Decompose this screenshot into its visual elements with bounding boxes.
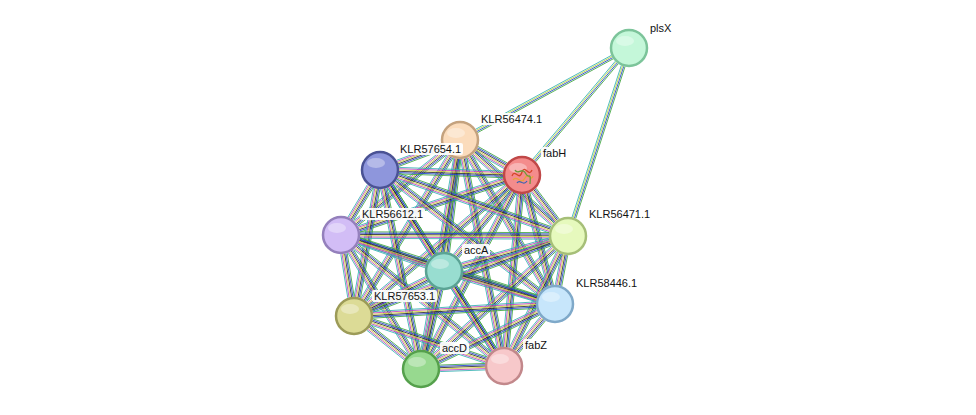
node-circle (361, 151, 399, 189)
protein-node: fabH (503, 156, 541, 194)
evidence-line (360, 235, 549, 237)
protein-label: plsX (648, 22, 673, 34)
protein-label: accA (462, 244, 490, 256)
node-circle (335, 297, 373, 335)
interaction-edge (360, 232, 549, 239)
evidence-line (533, 61, 616, 159)
evidence-line (534, 190, 557, 221)
interaction-edge (373, 302, 536, 318)
evidence-line (478, 59, 614, 133)
interaction-edge (572, 65, 625, 218)
evidence-line (360, 233, 549, 235)
protein-label: KLR56471.1 (587, 208, 652, 220)
protein-label: accD (440, 342, 469, 354)
evidence-line (531, 192, 554, 223)
evidence-line (461, 280, 536, 302)
protein-label: KLR57654.1 (398, 143, 463, 155)
evidence-line (342, 254, 349, 297)
protein-node: KLR57654.1 (361, 151, 399, 189)
protein-node: KLR56471.1 (549, 217, 587, 255)
node-circle (503, 156, 541, 194)
evidence-line (360, 238, 549, 240)
interaction-edge (533, 61, 618, 161)
evidence-line (373, 304, 536, 314)
protein-node: accA (425, 252, 463, 290)
evidence-line (535, 63, 618, 161)
interaction-edge (440, 363, 485, 371)
protein-node: accD (402, 350, 440, 388)
evidence-line (462, 276, 537, 298)
node-circle (425, 252, 463, 290)
evidence-line (373, 319, 487, 357)
protein-label: KLR58446.1 (574, 277, 639, 289)
evidence-line (535, 189, 558, 220)
evidence-line (438, 312, 538, 360)
protein-label: fabZ (523, 339, 549, 351)
evidence-line (572, 65, 621, 217)
evidence-line (360, 231, 549, 233)
interaction-edge (399, 167, 503, 177)
protein-label: KLR56612.1 (360, 208, 425, 220)
evidence-line (373, 302, 536, 312)
evidence-line (463, 273, 538, 295)
evidence-line (373, 303, 536, 313)
evidence-line (574, 66, 623, 218)
protein-node: KLR56612.1 (322, 216, 360, 254)
protein-label: KLR56474.1 (479, 113, 544, 125)
node-circle (402, 350, 440, 388)
evidence-line (399, 167, 503, 171)
evidence-line (462, 278, 537, 300)
node-circle (322, 216, 360, 254)
evidence-line (368, 329, 405, 358)
node-circle (485, 347, 523, 385)
evidence-line (368, 328, 405, 357)
evidence-line (463, 275, 538, 297)
protein-label: fabH (541, 147, 568, 159)
evidence-line (573, 66, 622, 218)
protein-label: KLR57653.1 (372, 290, 437, 302)
evidence-line (440, 370, 485, 372)
evidence-line (576, 67, 625, 219)
protein-node: plsX (610, 29, 648, 67)
evidence-line (437, 311, 537, 359)
node-circle (536, 285, 574, 323)
protein-node: KLR57653.1 (335, 297, 373, 335)
evidence-line (341, 254, 348, 297)
evidence-line (360, 237, 549, 239)
node-circle (610, 29, 648, 67)
evidence-line (534, 62, 617, 160)
interaction-edge (461, 273, 537, 301)
protein-node: KLR58446.1 (536, 285, 574, 323)
evidence-line (369, 327, 406, 356)
protein-node: fabZ (485, 347, 523, 385)
node-circle (549, 217, 587, 255)
evidence-line (360, 234, 549, 236)
evidence-line (462, 277, 537, 299)
